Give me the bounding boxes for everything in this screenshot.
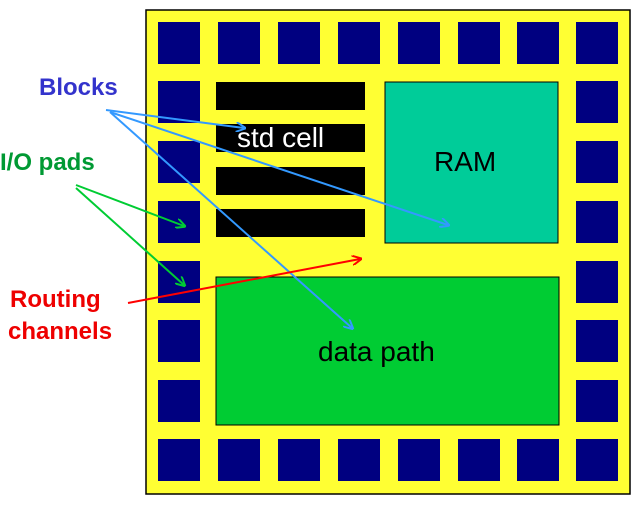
io-pad <box>576 439 618 481</box>
io-pad <box>278 22 320 64</box>
std-cell-row <box>216 209 365 237</box>
io-pad <box>458 22 500 64</box>
io-pad <box>517 439 559 481</box>
data-path-block <box>215 276 560 426</box>
io-pad <box>218 22 260 64</box>
io-pad <box>398 22 440 64</box>
io-pad <box>576 141 618 183</box>
std-cell-label: std cell <box>237 122 325 153</box>
io-pad <box>458 439 500 481</box>
ram-block <box>384 81 559 244</box>
io-pad <box>158 320 200 362</box>
io-pads-arrows <box>75 184 184 285</box>
io-pad <box>158 141 200 183</box>
io-pad-ring <box>158 22 618 481</box>
io-pad <box>278 439 320 481</box>
io-pad <box>576 320 618 362</box>
io-pad <box>338 439 380 481</box>
routing-arrow <box>127 259 360 304</box>
blocks-arrow-std-cell <box>105 109 244 128</box>
io-pad <box>158 81 200 123</box>
blocks-arrows <box>105 109 448 328</box>
io-pad <box>158 22 200 64</box>
io-pad <box>158 201 200 243</box>
io-pad <box>398 439 440 481</box>
io-pad <box>338 22 380 64</box>
io-arrow-lower <box>75 187 184 285</box>
blocks-arrow-ram <box>109 111 448 225</box>
io-pad <box>576 380 618 422</box>
ram-label: RAM <box>434 146 497 177</box>
io-pad <box>517 22 559 64</box>
io-pad <box>218 439 260 481</box>
data-path-label: data path <box>318 336 435 367</box>
io-pad <box>576 22 618 64</box>
io-pad <box>158 380 200 422</box>
io-pad <box>576 261 618 303</box>
io-pad <box>576 81 618 123</box>
io-pads-label: I/O pads <box>0 149 95 176</box>
blocks-arrow-data-path <box>109 111 352 328</box>
std-cell-row <box>216 82 365 110</box>
routing-label-line1: Routing <box>10 286 101 313</box>
io-pad <box>576 201 618 243</box>
routing-label-line2: channels <box>8 318 113 345</box>
io-arrow-upper <box>75 184 184 226</box>
io-pad <box>158 439 200 481</box>
blocks-label: Blocks <box>39 74 118 101</box>
